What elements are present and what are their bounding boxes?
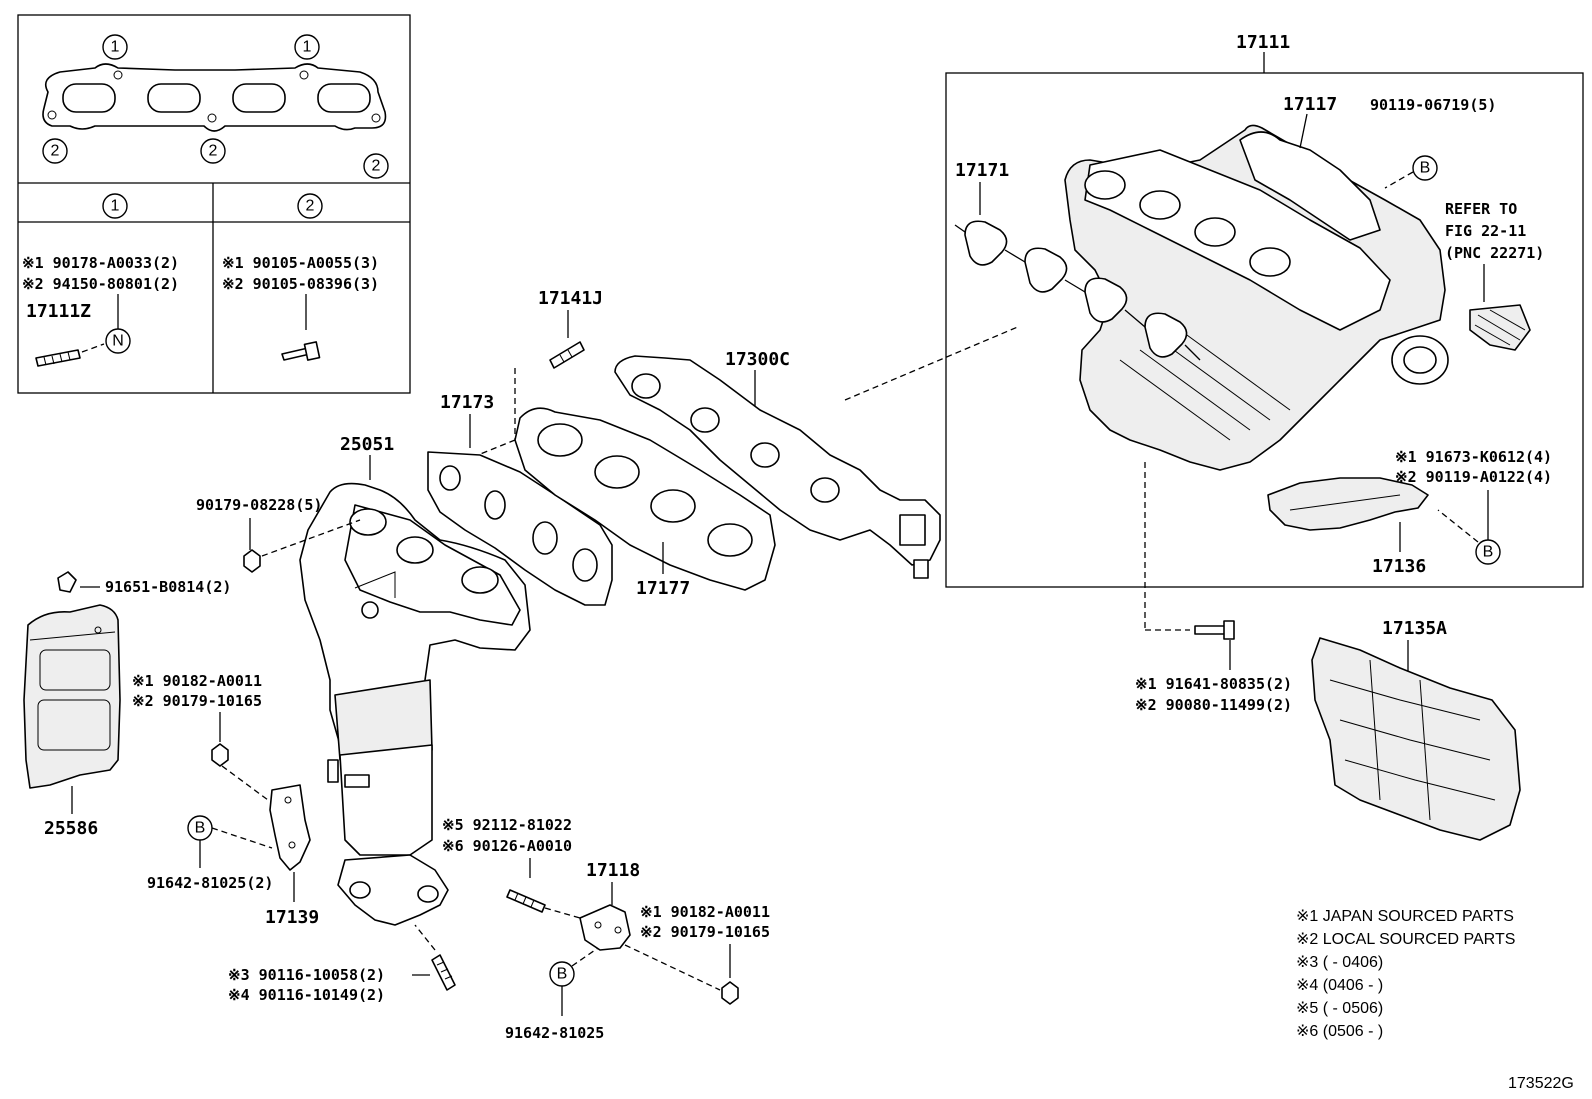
label-17117: 17117 bbox=[1283, 94, 1337, 115]
note-4: ※4 (0406 - ) bbox=[1296, 977, 1383, 994]
footnotes: ※1 JAPAN SOURCED PARTS ※2 LOCAL SOURCED … bbox=[1296, 908, 1515, 1040]
marker-b-right: B bbox=[1483, 544, 1494, 561]
note-2: ※2 LOCAL SOURCED PARTS bbox=[1296, 931, 1515, 948]
bolt-icon bbox=[281, 341, 321, 361]
exhaust-gasket-17300c-shape bbox=[614, 355, 941, 579]
stud-center-icon bbox=[506, 889, 546, 913]
inset-col2-line1: ※1 90105-A0055(3) bbox=[222, 254, 379, 272]
label-17171: 17171 bbox=[955, 160, 1009, 181]
label-91641: ※1 91641-80835(2) bbox=[1135, 675, 1292, 693]
intake-gasket-shape bbox=[954, 220, 1201, 361]
label-refer-fig: FIG 22-11 bbox=[1445, 222, 1526, 240]
label-90116-10058: ※3 90116-10058(2) bbox=[228, 966, 385, 984]
inset-marker-n: N bbox=[112, 333, 124, 350]
label-17136: 17136 bbox=[1372, 556, 1426, 577]
valve-icon bbox=[1469, 304, 1531, 351]
label-refer-to: REFER TO bbox=[1445, 200, 1517, 218]
label-90080: ※2 90080-11499(2) bbox=[1135, 696, 1292, 714]
inset-col1-marker: 1 bbox=[111, 198, 120, 215]
label-90182-a-right: ※1 90182-A0011 bbox=[640, 903, 770, 921]
stud-icon bbox=[35, 349, 81, 367]
label-91642-bottom: 91642-81025 bbox=[505, 1024, 604, 1042]
label-17173: 17173 bbox=[440, 392, 494, 413]
label-17300c: 17300C bbox=[725, 349, 790, 370]
label-91673: ※1 91673-K0612(4) bbox=[1395, 448, 1552, 466]
label-90182-a-left: ※1 90182-A0011 bbox=[132, 672, 262, 690]
label-17135a: 17135A bbox=[1382, 618, 1447, 639]
heat-insulator-25586-shape bbox=[23, 604, 121, 789]
nut-left-icon bbox=[211, 743, 229, 767]
inset-marker-2b: 2 bbox=[209, 143, 218, 160]
label-90179-08228: 90179-08228(5) bbox=[196, 496, 322, 514]
inset-gasket-shape bbox=[42, 63, 387, 132]
bolt-91641-icon bbox=[1194, 620, 1235, 640]
nut-90179-08228-icon bbox=[243, 549, 261, 573]
marker-b-top: B bbox=[1420, 160, 1431, 177]
gasket-17173-shape bbox=[427, 451, 613, 606]
inset-marker-2c: 2 bbox=[372, 158, 381, 175]
label-refer-pnc: (PNC 22271) bbox=[1445, 244, 1544, 262]
bracket-17118-shape bbox=[579, 904, 631, 951]
label-17111: 17111 bbox=[1236, 32, 1290, 53]
label-90116-10149: ※4 90116-10149(2) bbox=[228, 986, 385, 1004]
label-25051: 25051 bbox=[340, 434, 394, 455]
heat-insulator-17135a-shape bbox=[1311, 637, 1521, 841]
diagram-id: 173522G bbox=[1508, 1075, 1574, 1092]
label-17177: 17177 bbox=[636, 578, 690, 599]
bolt-91651-icon bbox=[57, 571, 77, 593]
intake-manifold-shape bbox=[1064, 124, 1449, 471]
exhaust-manifold-25051-shape bbox=[299, 482, 531, 926]
inset-col2-line2: ※2 90105-08396(3) bbox=[222, 275, 379, 293]
label-17139: 17139 bbox=[265, 907, 319, 928]
heat-insulator-17136-shape bbox=[1267, 477, 1429, 531]
inset-marker-1a: 1 bbox=[111, 39, 120, 56]
stud-90116-icon bbox=[431, 954, 456, 991]
label-91651: 91651-B0814(2) bbox=[105, 578, 231, 596]
label-90179-10165-left: ※2 90179-10165 bbox=[132, 692, 262, 710]
stud-17141j-icon bbox=[549, 341, 585, 369]
note-1: ※1 JAPAN SOURCED PARTS bbox=[1296, 908, 1514, 925]
inset-col1-line2: ※2 94150-80801(2) bbox=[22, 275, 179, 293]
marker-b-left: B bbox=[195, 820, 206, 837]
gasket-inset: 1 1 2 2 2 1 2 ※1 90178-A0033(2) ※2 94150… bbox=[17, 14, 411, 394]
inset-marker-1b: 1 bbox=[303, 39, 312, 56]
label-91642-left: 91642-81025(2) bbox=[147, 874, 273, 892]
nut-right-icon bbox=[721, 981, 739, 1005]
note-6: ※6 (0506 - ) bbox=[1296, 1023, 1383, 1040]
note-5: ※5 ( - 0506) bbox=[1296, 1000, 1383, 1017]
label-90126: ※6 90126-A0010 bbox=[442, 837, 572, 855]
inset-marker-2a: 2 bbox=[51, 143, 60, 160]
marker-b-bottom: B bbox=[557, 966, 568, 983]
inset-col1-part: 17111Z bbox=[26, 301, 91, 322]
gasket-17177-shape bbox=[514, 407, 776, 591]
label-17141j: 17141J bbox=[538, 288, 603, 309]
inset-col2-marker: 2 bbox=[306, 198, 315, 215]
label-92112: ※5 92112-81022 bbox=[442, 816, 572, 834]
note-3: ※3 ( - 0406) bbox=[1296, 954, 1383, 971]
label-17118: 17118 bbox=[586, 860, 640, 881]
label-90119-a0122: ※2 90119-A0122(4) bbox=[1395, 468, 1552, 486]
inset-col1-line1: ※1 90178-A0033(2) bbox=[22, 254, 179, 272]
label-25586: 25586 bbox=[44, 818, 98, 839]
bracket-17139-shape bbox=[269, 784, 311, 871]
intake-manifold-group: 17111 17117 90119-06719(5) B 17171 bbox=[945, 32, 1584, 588]
label-90179-10165-right: ※2 90179-10165 bbox=[640, 923, 770, 941]
label-90119-06719: 90119-06719(5) bbox=[1370, 96, 1496, 114]
